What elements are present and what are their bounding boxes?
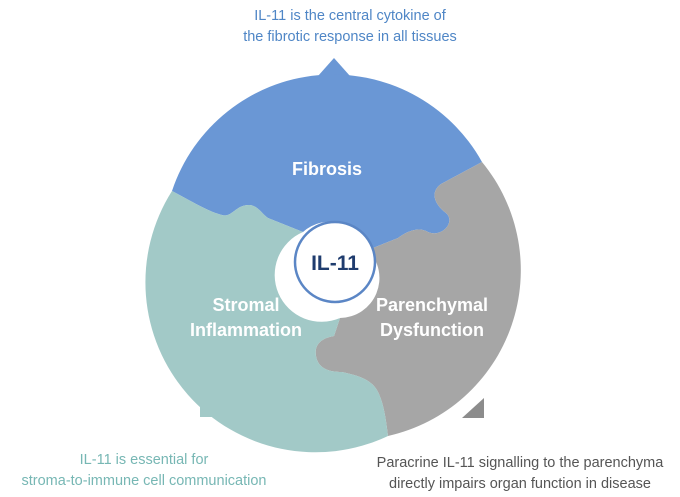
stromal-caption: IL-11 is essential for stroma-to-immune … <box>0 450 288 492</box>
fibrosis-label: Fibrosis <box>292 159 362 179</box>
fibrosis-segment <box>172 74 482 250</box>
top-arrow-icon <box>318 58 350 76</box>
parenchymal-caption-line1: Paracrine IL-11 signalling to the parenc… <box>376 455 664 471</box>
fibrosis-caption-line1: IL-11 is the central cytokine of <box>254 8 446 24</box>
stromal-caption-line2: stroma-to-immune cell communication <box>21 473 267 489</box>
center-circle <box>293 220 377 304</box>
stromal-label-line1: Stromal <box>212 295 279 315</box>
parenchymal-label-line2: Dysfunction <box>380 320 484 340</box>
parenchymal-label-line1: Parenchymal <box>376 295 488 315</box>
parenchymal-segment <box>315 162 521 436</box>
parenchymal-caption: Paracrine IL-11 signalling to the parenc… <box>360 453 680 495</box>
right-arrow-icon <box>462 398 484 418</box>
center-label: IL-11 <box>311 252 359 275</box>
stromal-caption-line1: IL-11 is essential for <box>79 452 209 468</box>
stromal-segment <box>145 191 388 453</box>
parenchymal-caption-line2: directly impairs organ function in disea… <box>389 476 651 492</box>
fibrosis-caption: IL-11 is the central cytokine of the fib… <box>190 6 510 48</box>
fibrosis-caption-line2: the fibrotic response in all tissues <box>243 29 457 45</box>
stromal-label-line2: Inflammation <box>190 320 302 340</box>
